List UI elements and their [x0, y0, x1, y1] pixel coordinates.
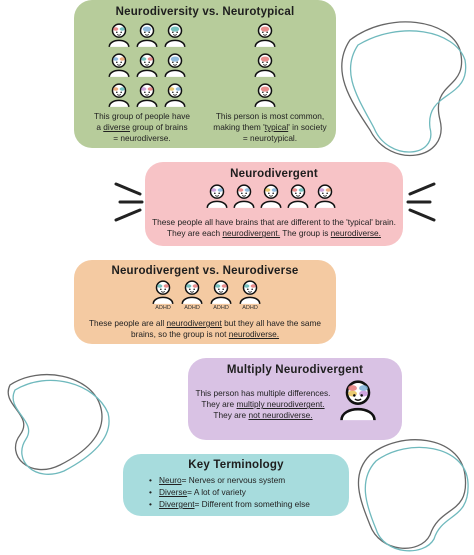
- neurodiverse-description: This group of people have a diverse grou…: [94, 111, 190, 144]
- card-title: Neurodivergent vs. Neurodiverse: [111, 265, 299, 277]
- multiply-neurodivergent-person-icon: [340, 380, 376, 421]
- adhd-group-description: These people are all neurodivergent but …: [88, 318, 322, 340]
- person-icon: [233, 184, 255, 209]
- person-icon: [239, 280, 261, 305]
- person-icon: [164, 23, 186, 48]
- person-icon: [314, 184, 336, 209]
- person-icon: [136, 53, 158, 78]
- adhd-label: ADHD: [184, 305, 200, 311]
- neurotypical-description: This person is most common, making them …: [213, 111, 327, 144]
- term-item: •Divergent = Different from something el…: [149, 499, 310, 510]
- decorative-swirl-bottom-right: [357, 439, 469, 552]
- card-title: Multiply Neurodivergent: [226, 364, 364, 376]
- person-icon: [181, 280, 203, 305]
- terminology-list: •Neuro = Nerves or nervous system •Diver…: [149, 474, 310, 510]
- term-item: •Neuro = Nerves or nervous system: [149, 475, 286, 485]
- person-icon: [136, 83, 158, 108]
- neurodivergent-card: Neurodivergent These people all have bra…: [145, 162, 403, 246]
- neurodivergent-description: These people all have brains that are di…: [152, 217, 396, 239]
- person-icon: [164, 83, 186, 108]
- person-icon: [136, 23, 158, 48]
- adhd-label: ADHD: [213, 305, 229, 311]
- burst-lines-left: [114, 182, 144, 222]
- person-icon: [206, 184, 228, 209]
- key-terminology-card: Key Terminology •Neuro = Nerves or nervo…: [123, 454, 349, 516]
- decorative-swirl-top-right: [341, 21, 467, 157]
- burst-lines-right: [406, 182, 436, 222]
- neurodivergent-vs-neurodiverse-card: Neurodivergent vs. Neurodiverse These pe…: [74, 260, 336, 344]
- decorative-swirl-left: [7, 373, 110, 475]
- person-icon: [254, 83, 276, 108]
- multiply-neurodivergent-description: This person has multiple differences. Th…: [195, 388, 331, 421]
- person-icon: [254, 53, 276, 78]
- person-icon: [108, 53, 130, 78]
- person-icon: [164, 53, 186, 78]
- person-icon: [254, 23, 276, 48]
- person-icon: [210, 280, 232, 305]
- adhd-label: ADHD: [242, 305, 258, 311]
- card-title: Neurodiversity vs. Neurotypical: [115, 6, 295, 18]
- card-title: Neurodivergent: [230, 168, 318, 180]
- person-icon: [260, 184, 282, 209]
- person-icon: [108, 83, 130, 108]
- card-title: Key Terminology: [188, 459, 284, 471]
- person-icon: [152, 280, 174, 305]
- term-item: •Diverse = A lot of variety: [149, 487, 246, 498]
- person-icon: [287, 184, 309, 209]
- adhd-label: ADHD: [155, 305, 171, 311]
- person-icon: [108, 23, 130, 48]
